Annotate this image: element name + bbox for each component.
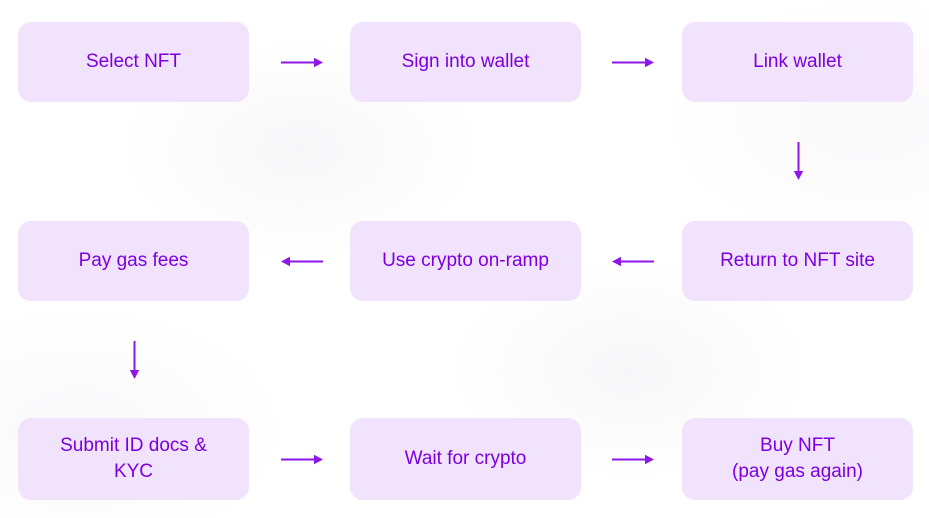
- flow-node-label: Link wallet: [753, 51, 842, 73]
- arrow-left-icon: [280, 255, 324, 268]
- arrow-down-icon: [128, 340, 141, 380]
- flow-node-label: Wait for crypto: [404, 448, 527, 470]
- arrow-down-icon: [792, 141, 805, 181]
- flow-node-wait-for-crypto: Wait for crypto: [350, 418, 581, 500]
- flow-node-select-nft: Select NFT: [18, 22, 249, 102]
- flow-node-return-to-nft-site: Return to NFT site: [682, 221, 913, 301]
- flow-node-label: Select NFT: [85, 51, 182, 73]
- flow-node-label: Submit ID docs & KYC: [60, 435, 207, 482]
- flow-node-submit-id-kyc: Submit ID docs & KYC: [18, 418, 249, 500]
- flow-node-label: Sign into wallet: [401, 51, 530, 73]
- arrow-right-icon: [280, 56, 324, 69]
- flow-node-buy-nft: Buy NFT (pay gas again): [682, 418, 913, 500]
- flow-node-use-crypto-onramp: Use crypto on-ramp: [350, 221, 581, 301]
- flow-node-label: Pay gas fees: [78, 250, 189, 272]
- arrow-right-icon: [611, 56, 655, 69]
- arrow-right-icon: [280, 453, 324, 466]
- flow-node-label: Buy NFT (pay gas again): [732, 435, 863, 482]
- flow-node-sign-into-wallet: Sign into wallet: [350, 22, 581, 102]
- arrow-right-icon: [611, 453, 655, 466]
- flow-node-label: Use crypto on-ramp: [382, 250, 549, 272]
- flow-node-link-wallet: Link wallet: [682, 22, 913, 102]
- flow-node-pay-gas-fees: Pay gas fees: [18, 221, 249, 301]
- flow-node-label: Return to NFT site: [720, 250, 875, 272]
- arrow-left-icon: [611, 255, 655, 268]
